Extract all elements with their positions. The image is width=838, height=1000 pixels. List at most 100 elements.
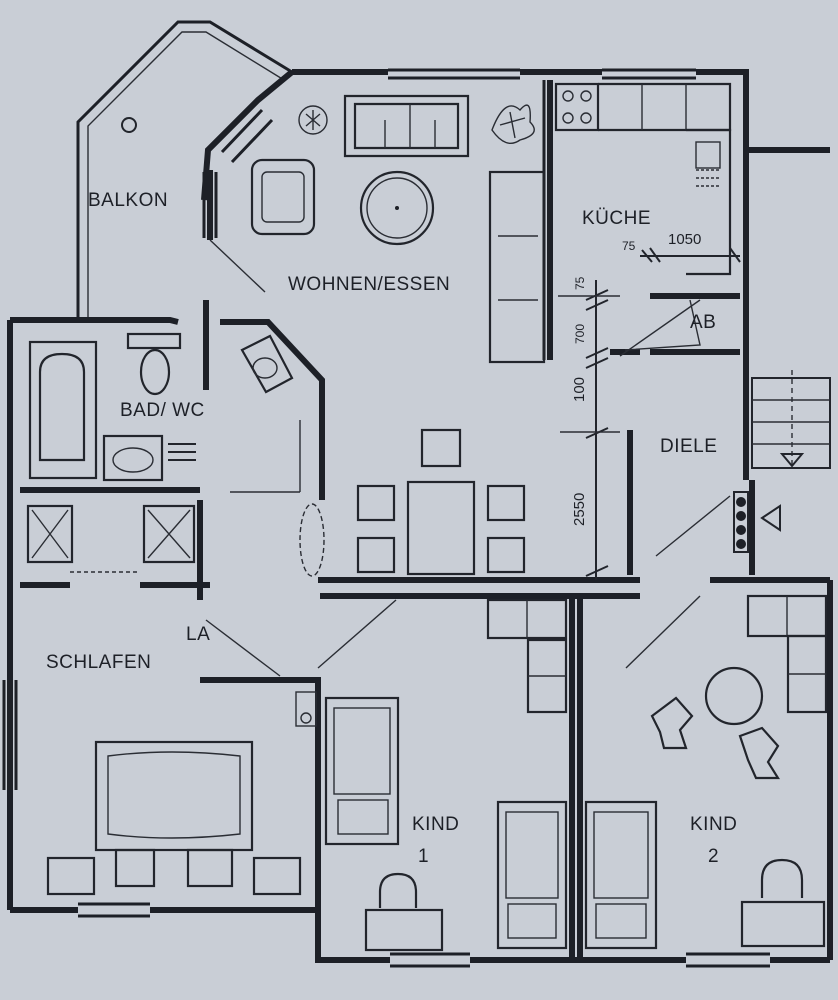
shower-1 (26, 504, 74, 564)
living-south-wall (318, 577, 640, 599)
staircase (733, 370, 831, 553)
south-window-kind1 (390, 952, 470, 968)
label-bad-wc: BAD/ WC (120, 400, 205, 421)
bed-kind2-blanket (593, 811, 649, 899)
bed-kind1-left-blanket (333, 707, 391, 795)
pillow-right (186, 848, 234, 888)
kind2-door-leaf (625, 595, 701, 669)
bedroom-furniture (46, 691, 317, 896)
dim-label-100: 100 (571, 377, 588, 402)
bed-kind1-right (496, 800, 568, 950)
dining-chair-right-1 (486, 484, 526, 522)
bay-window (220, 108, 274, 164)
bathtub-basin (38, 352, 86, 462)
west-window (2, 680, 18, 790)
label-schlafen: SCHLAFEN (46, 652, 151, 673)
kind2-chair-1 (650, 696, 694, 750)
vertical-dimension (558, 280, 620, 580)
bath-north-wall (10, 317, 325, 500)
living-window (388, 68, 520, 80)
balcony-railing-inner (87, 31, 285, 318)
desk-kind1 (364, 908, 444, 952)
desk-chair-kind1 (378, 872, 418, 908)
sliding-door (299, 503, 325, 577)
radiator (295, 691, 317, 727)
burner-2-icon (580, 90, 592, 102)
stove (554, 82, 600, 132)
south-window-schlafen (78, 902, 150, 918)
bed-kind1-left (324, 696, 400, 846)
dim-vertical-ticks (585, 289, 609, 577)
armchair-seat (261, 171, 305, 223)
label-diele: DIELE (660, 436, 717, 457)
label-kind1-number: 1 (418, 846, 429, 867)
kind2-chair-2 (738, 726, 780, 780)
la-wall (200, 677, 321, 700)
kind1-kind2-wall (569, 596, 583, 960)
dimension-labels: 75 1050 75 700 100 2550 (571, 231, 701, 526)
living-furniture (250, 94, 546, 576)
dining-chair-left-2 (356, 536, 396, 574)
label-kind2-word: KIND (690, 814, 737, 835)
sink (695, 141, 721, 169)
toilet-bowl (139, 348, 171, 396)
ab-door-arc (624, 299, 701, 351)
doors (205, 239, 731, 677)
bay-wall (201, 69, 294, 201)
kind2-furniture (584, 594, 828, 950)
intercom-dot-3 (736, 525, 746, 535)
balcony-door (202, 172, 218, 238)
ab-walls (610, 293, 740, 355)
burner-4-icon (580, 112, 592, 124)
balcony-door-leaf (209, 239, 266, 293)
kitchen-counter-side (686, 128, 732, 276)
intercom-dot-4 (736, 539, 746, 549)
bed-blanket (107, 751, 241, 839)
double-bed (94, 740, 254, 852)
stair-walls (746, 147, 830, 575)
dining-chair-top (420, 428, 462, 468)
bathroom (26, 332, 294, 564)
entry-door-leaf (655, 495, 731, 557)
dim-extension-lines (558, 295, 620, 433)
dim-label-75-side: 75 (573, 276, 587, 290)
bath-door-leaf (230, 420, 301, 493)
entry-triangle-icon (760, 504, 781, 532)
sideboard (488, 170, 546, 364)
intercom-dot-1 (736, 497, 746, 507)
label-la: LA (186, 624, 210, 645)
south-window-kind2 (686, 952, 770, 968)
nightstand-left (46, 856, 96, 896)
dining-chair-right-2 (486, 536, 526, 574)
intercom-panel (733, 491, 749, 553)
label-wohnen-essen: WOHNEN/ESSEN (288, 274, 450, 295)
bed-kind1-right-blanket (505, 811, 559, 899)
kind1-door-leaf (317, 599, 397, 669)
intercom-dot-2 (736, 511, 746, 521)
burner-1-icon (562, 90, 574, 102)
towel-rail (168, 443, 196, 461)
sofa-cushions (384, 104, 436, 148)
kitchen-counter-top (598, 82, 732, 132)
shower-2 (142, 504, 196, 564)
desk-chair-kind2 (760, 858, 804, 898)
balcony-drain (121, 117, 137, 133)
dim-label-75-top: 75 (622, 239, 636, 253)
counter-divisions (641, 84, 687, 130)
kitchen (554, 82, 741, 276)
burner-3-icon (562, 112, 574, 124)
stair-arrow-icon (779, 453, 805, 468)
corner-washbasin (240, 334, 294, 394)
coffee-table-inner (366, 177, 428, 239)
balcony-railing (76, 20, 293, 318)
label-kind1-word: KIND (412, 814, 459, 835)
armchair (250, 158, 316, 236)
sofa (343, 94, 470, 158)
shower-1-cross (31, 509, 69, 559)
bed-kind2-pillow (595, 903, 647, 939)
stair-steps (752, 399, 830, 445)
dining-table (406, 480, 476, 576)
plant-left-leaves (305, 110, 321, 130)
